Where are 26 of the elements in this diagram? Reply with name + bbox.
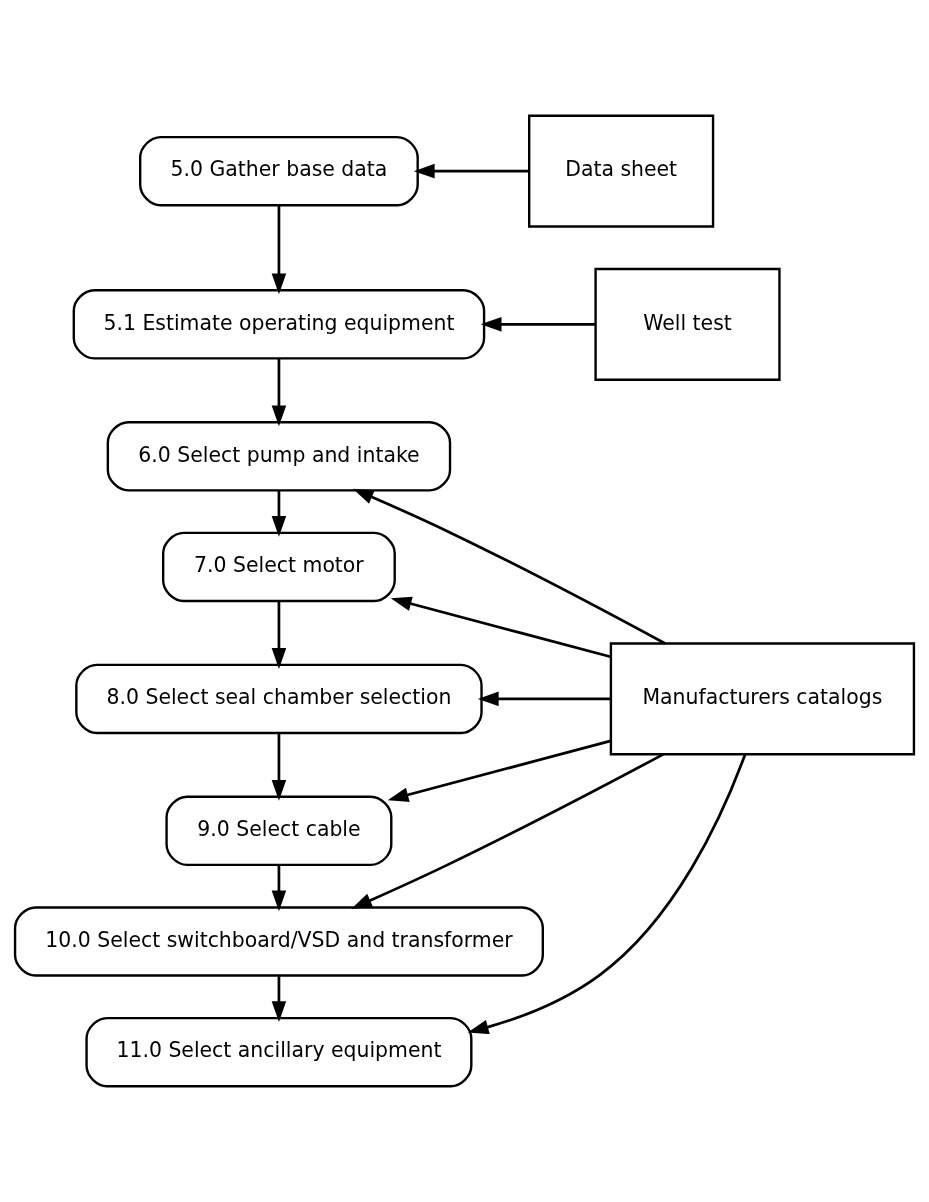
node-box: 9.0 Select cable (165, 795, 393, 867)
arrow (271, 358, 287, 427)
arrow (271, 490, 287, 537)
node-box: 8.0 Select seal chamber selection (75, 663, 483, 735)
node-box: Manufacturers catalogs (609, 642, 916, 756)
arrow (271, 865, 287, 912)
node-box: 5.1 Estimate operating equipment (72, 289, 486, 360)
node-box: 7.0 Select motor (162, 531, 396, 603)
arrow (477, 691, 611, 707)
arrow (271, 205, 287, 295)
arrow (467, 754, 747, 1035)
node-box: Well test (594, 267, 781, 381)
arrow (390, 596, 611, 659)
arrow (413, 163, 530, 179)
arrow (271, 733, 287, 801)
arrow (271, 601, 287, 669)
arrow (271, 975, 287, 1022)
arrow (480, 317, 595, 332)
arrow (387, 739, 612, 802)
node-box: 6.0 Select pump and intake (106, 421, 452, 492)
node-box: 5.0 Gather base data (139, 135, 419, 207)
arrow (351, 753, 664, 909)
node-box: 11.0 Select ancillary equipment (85, 1016, 473, 1088)
node-box: 10.0 Select switchboard/VSD and transformer (13, 906, 544, 977)
node-box: Data sheet (528, 114, 715, 228)
arrow (352, 488, 666, 645)
